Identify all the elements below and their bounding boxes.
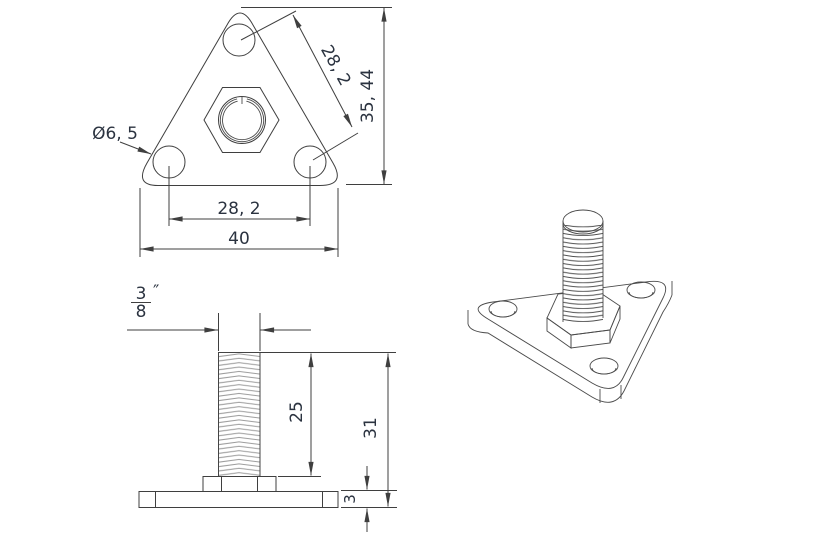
iso-hole-left-inner <box>490 310 516 318</box>
iso-stud-top <box>562 209 604 233</box>
thread-minor-arc-inner <box>222 100 262 141</box>
iso-stud-thread <box>563 225 603 322</box>
thread-minor-arc-outer <box>219 98 265 143</box>
leader-arrow-hole-diameter <box>119 141 152 155</box>
isometric-view <box>467 209 673 403</box>
front-view: 3 8 ″ 25 31 3 <box>127 282 397 532</box>
iso-hole-bottom-inner <box>591 367 617 375</box>
iso-plate-top-face <box>477 280 667 389</box>
iso-plate-bottom-edge <box>467 294 673 403</box>
dim-stud-height-label: 31 <box>361 417 381 439</box>
mount-hole-top <box>222 23 256 57</box>
dim-overall-height-label: 35, 44 <box>358 69 378 123</box>
thread-size-unit: ″ <box>153 282 159 302</box>
iso-hex-face-right <box>609 305 621 344</box>
ext-line-diag-top <box>240 10 297 41</box>
iso-hole-right-inner <box>628 291 654 299</box>
hex-boss-front <box>202 476 277 492</box>
stud-thread-body <box>218 352 261 477</box>
iso-stud-chamfer <box>562 223 604 235</box>
dim-plate-thickness-label: 3 <box>341 494 359 504</box>
dim-thread-length-label: 25 <box>287 401 307 423</box>
hex-boss-outline <box>203 87 280 153</box>
ext-line-diag-bottom <box>312 132 359 161</box>
base-plate-front <box>138 491 339 508</box>
iso-hex-face-left <box>546 317 572 349</box>
dim-hole-spacing-label: 28, 2 <box>217 199 260 219</box>
plate-outline <box>141 12 338 186</box>
dim-hole-diameter-label: Ø6, 5 <box>92 124 138 144</box>
thread-size-numerator: 3 <box>136 284 147 304</box>
dim-overall-width-label: 40 <box>228 229 250 249</box>
dim-line-diagonal <box>292 14 353 128</box>
iso-hex-face-front <box>570 329 611 349</box>
dim-diagonal-spacing-label: 28, 2 <box>316 42 354 90</box>
thread-size-denominator: 8 <box>136 302 147 322</box>
thread-size-label: 3 8 ″ <box>131 282 159 322</box>
top-view: Ø6, 5 28, 2 35, 44 28, 2 40 <box>92 7 392 257</box>
